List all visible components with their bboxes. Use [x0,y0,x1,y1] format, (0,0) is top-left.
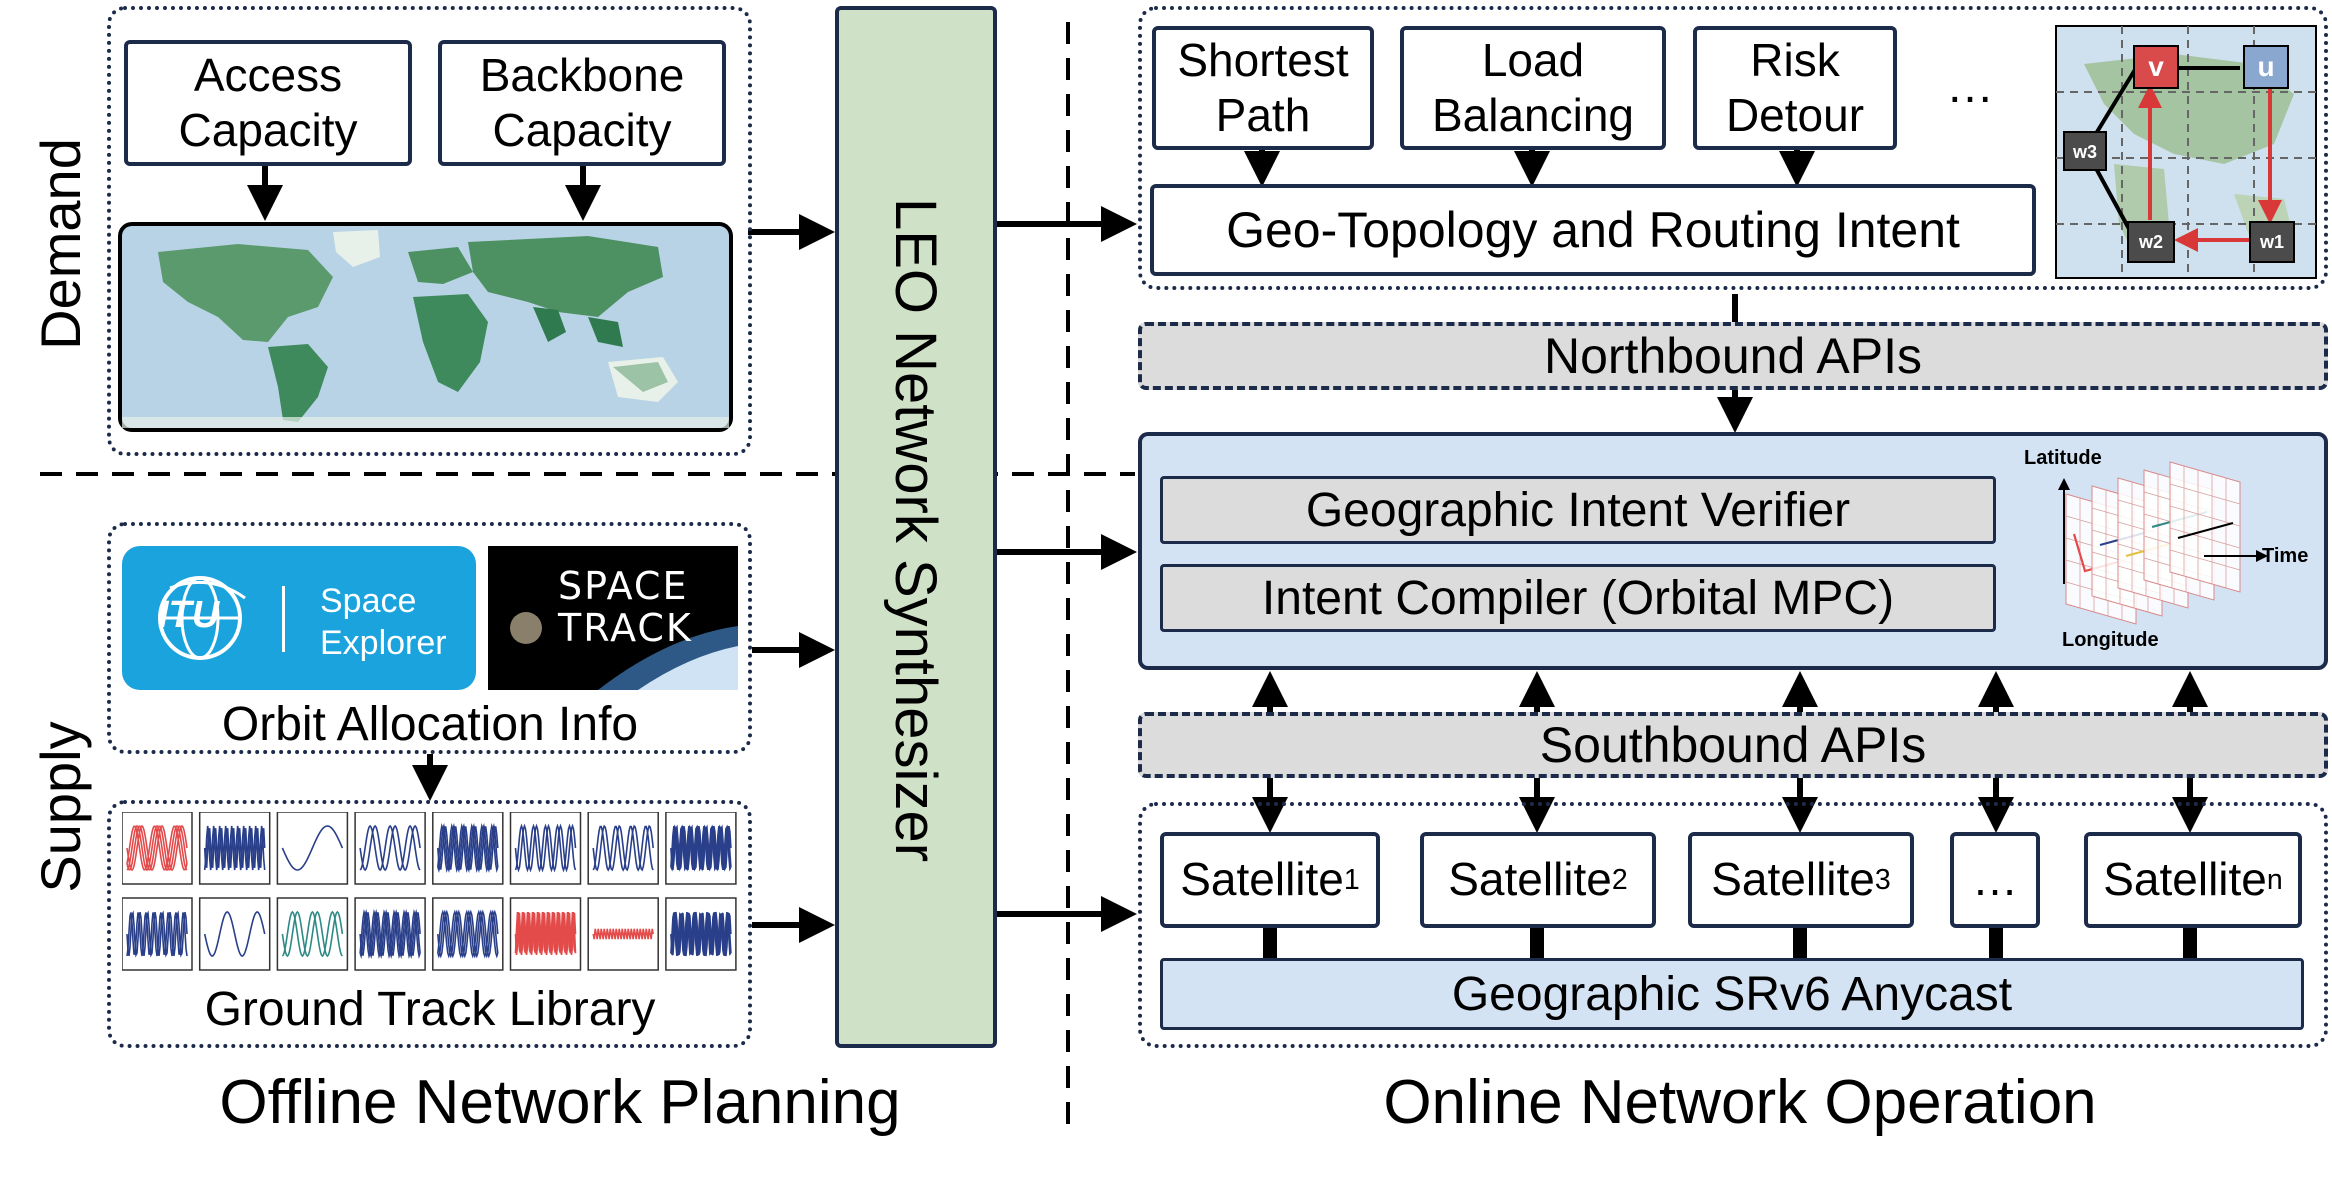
spatiotemporal-stack: Latitude Time Longitude [2024,447,2308,651]
ground-track-thumbnail [587,812,659,885]
ground-track-thumbnail [587,897,659,971]
space-track-line1: SPACE [558,564,689,608]
itu-space-text: Space [320,582,417,620]
ground-track-thumbnail [198,812,271,885]
demand-panel [107,6,752,456]
orbit-allocation-label: Orbit Allocation Info [221,697,639,751]
intent-panel [1138,6,2328,290]
moon-icon [510,612,542,644]
more-intents-ellipsis: … [1946,59,1994,113]
ground-track-thumbnail [122,812,193,885]
ground-track-thumbnail [276,812,349,885]
node-u [2243,45,2289,89]
ground-track-thumbnail [198,897,271,971]
node-w3 [2063,131,2107,171]
demand-label: Demand [28,138,92,350]
ground-track-thumbnail [432,812,504,885]
latitude-axis-label: Latitude [2024,447,2102,469]
geo-topology-intent-box: Geo-Topology and Routing Intent [1150,184,2036,276]
ground-track-thumbnail [276,897,349,971]
ground-track-thumbnail [122,897,193,971]
space-track-logo: SPACE TRACK [488,546,738,690]
synthesizer-label: LEO Network Synthesizer [883,197,949,863]
southbound-apis-bar: Southbound APIs [1138,712,2328,778]
offline-planning-label: Offline Network Planning [219,1067,901,1137]
ground-track-thumbnail [665,812,737,885]
orbit-allocation-panel [107,522,752,754]
ground-track-library-label: Ground Track Library [204,982,656,1036]
shortest-path-box: Shortest Path [1152,26,1374,150]
ground-track-thumbnail [354,897,426,971]
time-slice-frame [2169,461,2241,593]
ground-track-thumbnail [354,812,426,885]
time-axis-label: Time [2262,545,2308,567]
ground-track-library-panel [107,800,752,1048]
node-v [2133,45,2179,89]
leo-network-synthesizer [835,6,997,1048]
node-w3-label: w3 [2072,142,2097,162]
satellite-ellipsis: … [1950,832,2040,928]
node-w2 [2127,221,2175,263]
space-track-line2: TRACK [558,606,693,650]
satellite-panel [1138,802,2328,1048]
node-u-label: u [2257,51,2274,82]
itu-space-explorer-logo: ITU Space Explorer [122,546,476,690]
ground-track-thumbnail [432,897,504,971]
ground-track-grid [122,812,737,971]
ground-track-thumbnail [509,897,582,971]
backbone-capacity-box: Backbone Capacity [438,40,726,166]
longitude-axis-label: Longitude [2062,629,2159,651]
geographic-intent-verifier: Geographic Intent Verifier [1160,476,1996,544]
risk-detour-box: Risk Detour [1693,26,1897,150]
northbound-apis-bar: Northbound APIs [1138,322,2328,390]
node-w1-label: w1 [2259,232,2284,252]
topology-map: v u w3 w2 w1 [2055,25,2317,279]
node-v-label: v [2148,51,2164,82]
geographic-srv6-anycast: Geographic SRv6 Anycast [1160,958,2304,1030]
world-demand-map [118,222,733,432]
intent-compiler: Intent Compiler (Orbital MPC) [1160,564,1996,632]
node-w2-label: w2 [2138,232,2163,252]
online-operation-label: Online Network Operation [1383,1067,2097,1137]
itu-logo-text: ITU [158,594,220,636]
node-w1 [2249,221,2295,263]
itu-globe-icon [158,576,246,660]
ground-track-thumbnail [509,812,582,885]
supply-label: Supply [28,721,92,893]
load-balancing-box: Load Balancing [1400,26,1666,150]
access-capacity-box: Access Capacity [124,40,412,166]
itu-explorer-text: Explorer [320,624,447,662]
ground-track-thumbnail [665,897,737,971]
